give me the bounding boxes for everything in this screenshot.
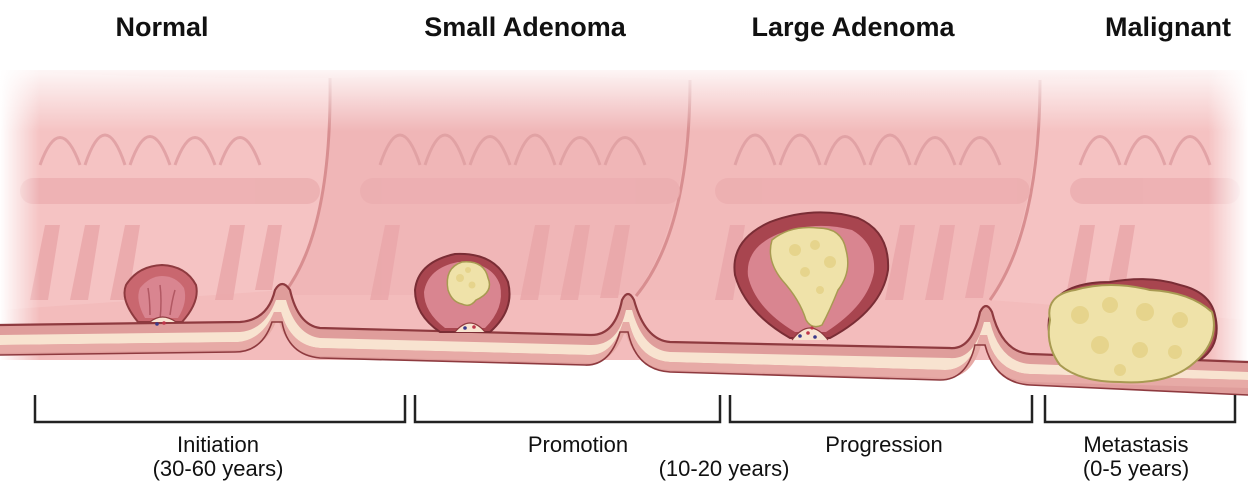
phase-progression-label: Progression (825, 433, 942, 457)
stage-title-malignant: Malignant (1105, 12, 1231, 43)
stage-title-large-adenoma: Large Adenoma (751, 12, 954, 43)
phase-metastasis-duration: (0-5 years) (1083, 457, 1189, 481)
phase-progression: Progression (825, 433, 942, 457)
phase-initiation: Initiation (30-60 years) (153, 433, 284, 481)
phase-initiation-label: Initiation (153, 433, 284, 457)
phase-shared-duration: (10-20 years) (659, 457, 790, 481)
stage-title-normal: Normal (115, 12, 208, 43)
bracket-initiation (35, 395, 405, 422)
small-adenoma-polyp (415, 254, 510, 332)
phase-promotion: Promotion (528, 433, 628, 457)
normal-crypt-polyp (125, 265, 197, 326)
phase-brackets (35, 395, 1235, 422)
bracket-progression (730, 395, 1032, 422)
bracket-metastasis (1045, 395, 1235, 422)
phase-initiation-duration: (30-60 years) (153, 457, 284, 481)
phase-metastasis: Metastasis (0-5 years) (1083, 433, 1189, 481)
phase-metastasis-label: Metastasis (1083, 433, 1189, 457)
stage-title-small-adenoma: Small Adenoma (424, 12, 626, 43)
phase-promotion-label: Promotion (528, 433, 628, 457)
bracket-promotion (415, 395, 720, 422)
